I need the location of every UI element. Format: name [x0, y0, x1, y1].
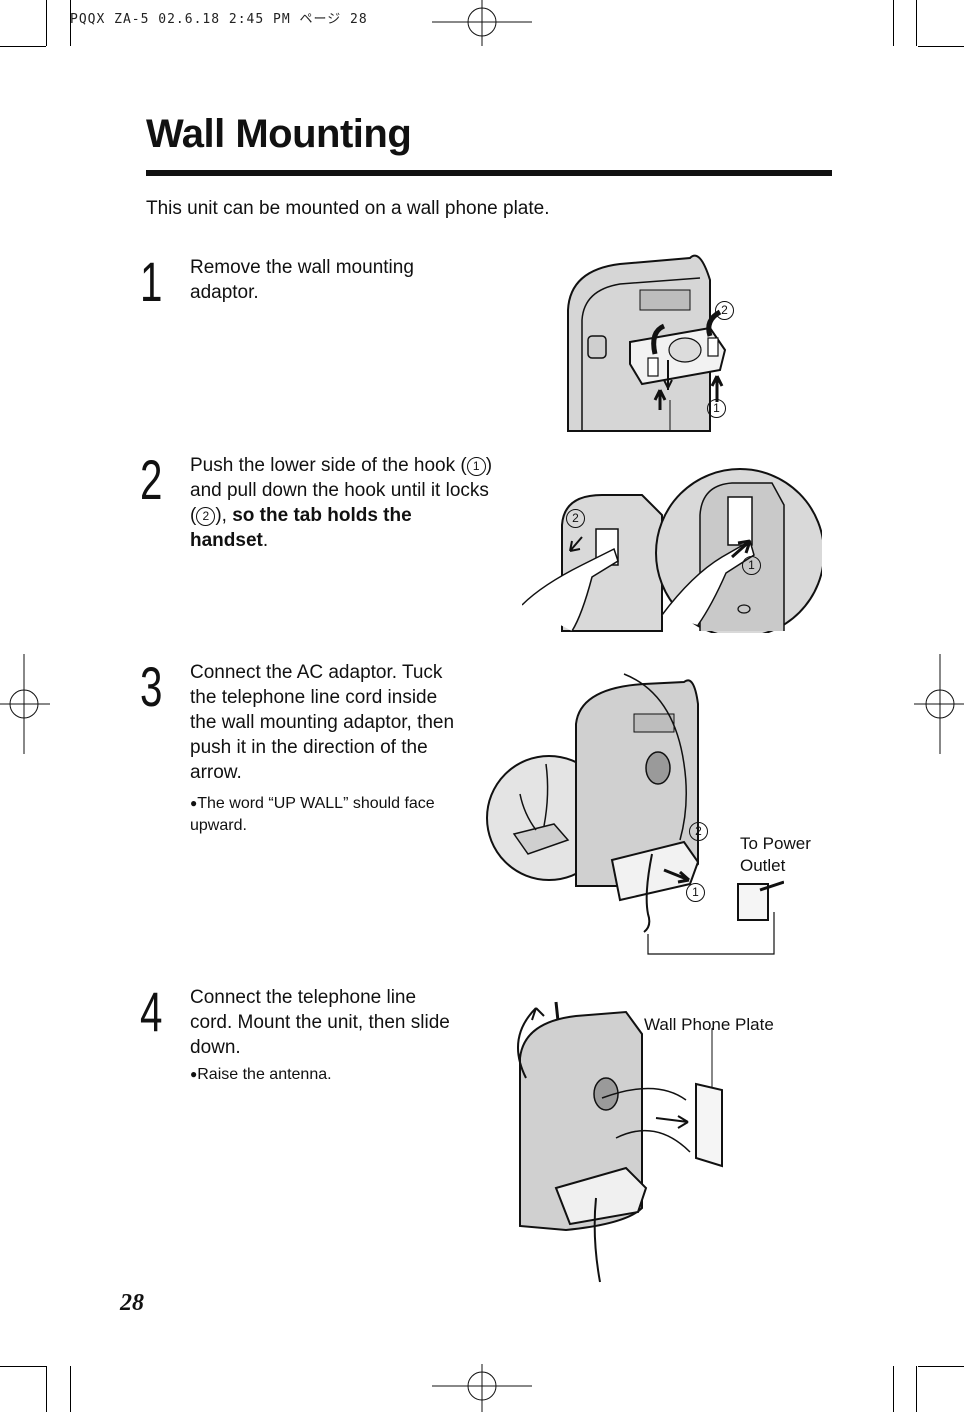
- registration-mark-top: [432, 0, 532, 46]
- step-2-text-b: ) and pull down the hook until it locks …: [190, 455, 493, 526]
- fig-1-marker-2-icon: 2: [715, 301, 734, 320]
- step-number-2: 2: [140, 448, 163, 511]
- crop-mark: [918, 46, 964, 47]
- bullet-icon: ●: [190, 796, 198, 810]
- print-slug: PQQX ZA-5 02.6.18 2:45 PM ページ 28: [70, 12, 368, 27]
- crop-mark: [0, 1366, 46, 1367]
- crop-mark: [0, 46, 46, 47]
- page-number: 28: [120, 1290, 144, 1316]
- to-power-outlet-line-1: To Power: [740, 834, 811, 853]
- registration-mark-bottom: [432, 1364, 532, 1412]
- step-2-illustration: [522, 468, 822, 633]
- step-4-note-text: Raise the antenna.: [197, 1066, 332, 1083]
- crop-mark: [893, 0, 894, 46]
- fig-3-marker-1-icon: 1: [686, 883, 705, 902]
- step-1-illustration: [567, 254, 727, 432]
- step-2-text-c: ),: [215, 505, 233, 526]
- crop-mark: [918, 1366, 964, 1367]
- wall-phone-plate-label: Wall Phone Plate: [644, 1015, 774, 1034]
- fig-2-marker-1-icon: 1: [742, 556, 761, 575]
- intro-text: This unit can be mounted on a wall phone…: [146, 198, 550, 219]
- registration-mark-left: [0, 654, 50, 754]
- step-2-text-a: Push the lower side of the hook (: [190, 455, 467, 476]
- step-1-text: Remove the wall mounting adaptor.: [190, 257, 414, 303]
- step-3-note-text: The word “UP WALL” should face upward.: [190, 795, 435, 834]
- step-2-bold-text: so the tab holds the handset: [190, 505, 412, 551]
- crop-mark: [70, 0, 71, 46]
- registration-mark-right: [914, 654, 964, 754]
- step-2-text: Push the lower side of the hook (1) and …: [190, 453, 495, 553]
- step-number-3: 3: [140, 655, 163, 718]
- crop-mark: [893, 1366, 894, 1412]
- crop-mark: [70, 1366, 71, 1412]
- marker-2-icon: 2: [196, 507, 216, 526]
- step-3-text: Connect the AC adaptor. Tuck the telepho…: [190, 662, 455, 783]
- fig-2-marker-2-icon: 2: [566, 509, 585, 528]
- fig-3-marker-2-icon: 2: [689, 822, 708, 841]
- step-4-note: ●Raise the antenna.: [190, 1063, 460, 1086]
- crop-mark: [46, 1366, 47, 1412]
- bullet-icon: ●: [190, 1067, 198, 1081]
- marker-1-icon: 1: [466, 457, 486, 476]
- crop-mark: [916, 0, 917, 46]
- crop-mark: [46, 0, 47, 46]
- to-power-outlet-line-2: Outlet: [740, 856, 786, 875]
- step-4-text: Connect the telephone line cord. Mount t…: [190, 987, 450, 1058]
- step-number-4: 4: [140, 980, 163, 1043]
- fig-1-marker-1-icon: 1: [707, 399, 726, 418]
- step-3-illustration: [486, 673, 784, 955]
- crop-mark: [916, 1366, 917, 1412]
- step-2-text-d: .: [262, 530, 269, 551]
- page-title: Wall Mounting: [146, 112, 412, 156]
- step-3-note: ●The word “UP WALL” should face upward.: [190, 792, 460, 837]
- step-4-illustration: [517, 1001, 723, 1283]
- to-power-outlet-label: To Power Outlet: [740, 833, 811, 877]
- step-number-1: 1: [140, 250, 163, 313]
- title-underline: [146, 170, 832, 176]
